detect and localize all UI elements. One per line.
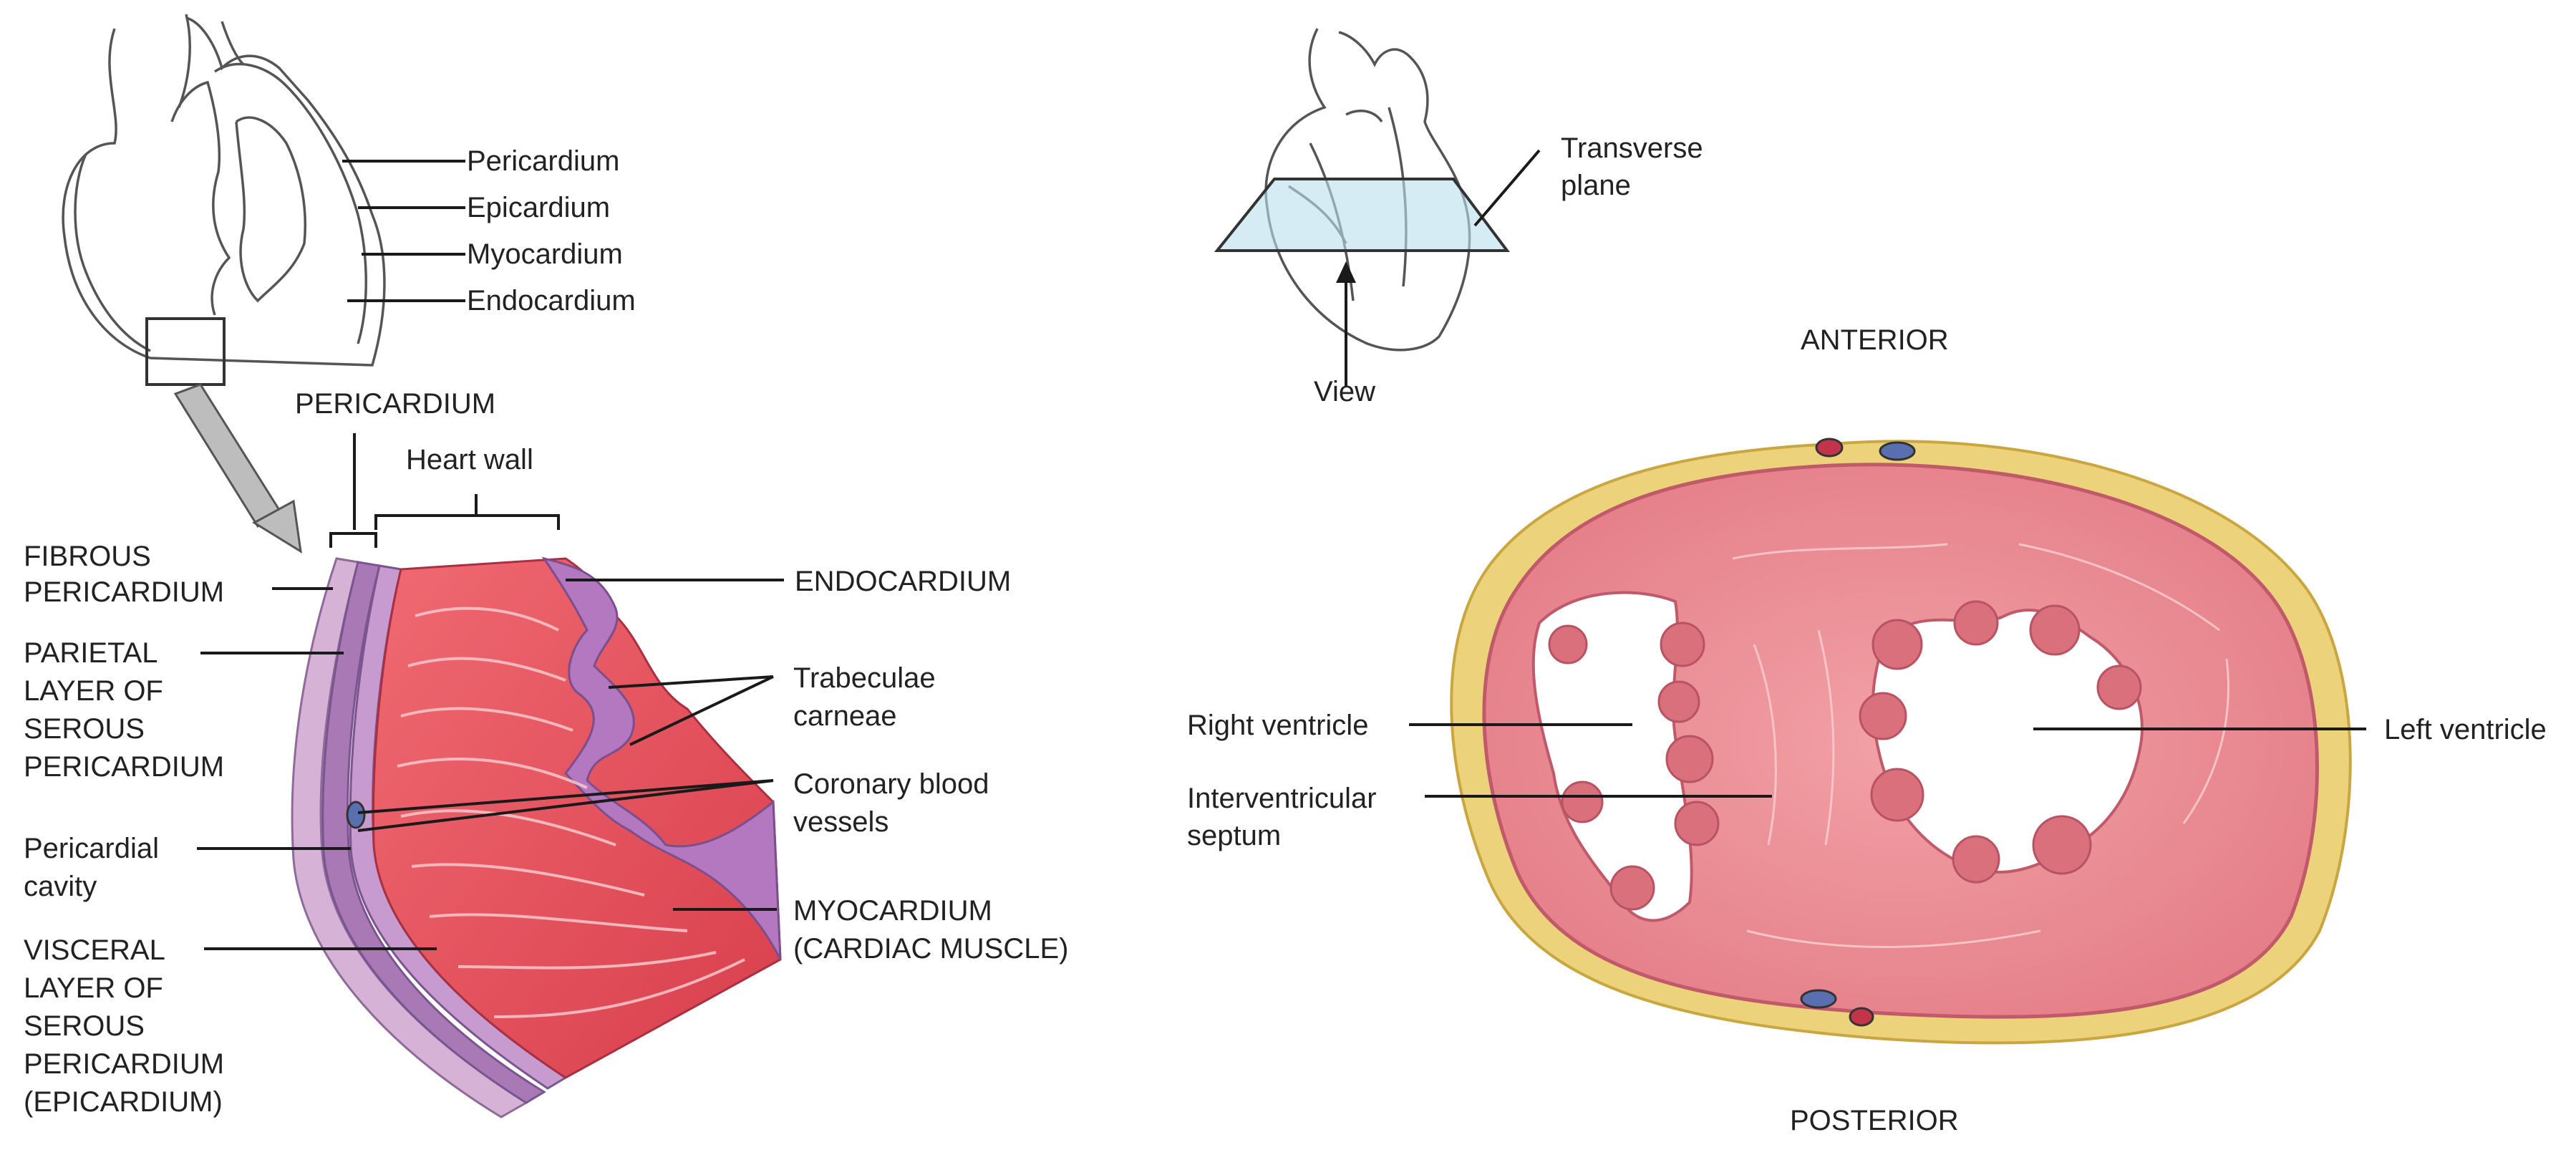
heart-wall-section [291,556,782,1118]
small-heart-drawing [1214,28,1510,387]
coronary-vessel [346,801,366,829]
label-myocardium: Myocardium [467,238,623,270]
label-visceral-layer: VISCERAL LAYER OF SEROUS PERICARDIUM (EP… [24,934,232,1118]
label-coronary-vessels: Coronary blood vessels [793,768,997,838]
label-fibrous-pericardium: FIBROUS PERICARDIUM [24,541,224,608]
top-left-leaders [342,160,465,302]
fibrous-pericardium-layer [291,557,528,1118]
anterior-artery [1815,438,1844,458]
label-interventricular-septum: Interventricular septum [1187,783,1385,851]
label-view: View [1314,376,1375,407]
inset-arrow-icon [252,499,302,554]
parietal-layer [321,561,546,1104]
label-endocardium-wall: ENDOCARDIUM [795,566,1011,597]
right-ventricle-cavity [1531,591,1693,922]
posterior-artery [1849,1007,1874,1027]
posterior-vein [1800,989,1837,1009]
label-myocardium-wall: MYOCARDIUM (CARDIAC MUSCLE) [793,895,1068,965]
ventricle-cross-section [1450,438,2352,1045]
label-posterior: POSTERIOR [1790,1105,1959,1136]
label-pericardial-cavity: Pericardial cavity [24,833,167,902]
label-trabeculae-carneae: Trabeculae carneae [793,662,944,732]
anterior-vein [1879,441,1916,461]
label-pericardium: Pericardium [467,145,619,177]
label-heart-wall: Heart wall [406,444,533,475]
endocardium-edge [541,556,782,960]
label-left-ventricle: Left ventricle [2384,714,2547,745]
heart-outline-drawing [62,14,386,554]
label-right-ventricle: Right ventricle [1187,710,1368,741]
left-ventricle-cavity [1872,609,2144,874]
label-epicardium: Epicardium [467,192,610,223]
label-endocardium: Endocardium [467,285,636,316]
label-anterior: ANTERIOR [1801,324,1949,356]
inset-box [145,317,226,386]
label-pericardium-heading: PERICARDIUM [295,388,495,420]
transverse-plane [1214,178,1510,252]
view-arrow-icon [1336,261,1356,283]
label-transverse-plane: Transverse plane [1561,132,1711,201]
label-parietal-layer: PARIETAL LAYER OF SEROUS PERICARDIUM [24,637,224,783]
